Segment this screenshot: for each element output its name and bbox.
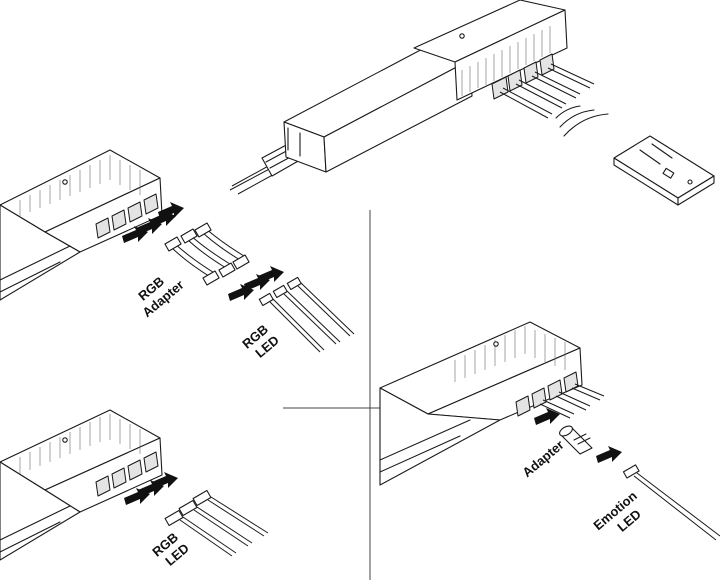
direct-plug-3 [192,489,212,507]
signal-wave-3 [563,113,609,137]
controller-front-face [454,9,568,101]
signal-wave-2 [559,109,595,128]
adapter-socket-3 [232,254,250,270]
adapter-plug-3 [194,222,212,238]
top-driver-assembly [229,0,609,195]
arrows-emotion [534,408,622,463]
remote-led [687,179,693,185]
driver-rgb-adapter [0,149,163,301]
emotion-led-plug [622,464,640,479]
adapter-socket-2 [218,262,236,278]
direct-plug-1 [164,509,184,527]
port-4 [539,53,555,76]
rgb-direct-cables [164,489,269,557]
direct-port-4 [143,451,159,473]
rgb-led-cables [258,276,355,353]
direct-port-1 [95,475,111,497]
adapter-plug-1 [164,236,182,252]
controller-status-led [459,33,465,39]
label-adapter: Adapter [519,437,566,480]
driver-rgb-direct [0,409,163,561]
led-plug-1 [258,292,274,307]
rgb-port-3 [127,201,143,223]
remote-control[interactable] [613,135,715,206]
emotion-port-3 [547,379,563,401]
direct-plug-2 [178,499,198,517]
signal-wave-1 [555,105,581,119]
remote-button[interactable] [662,167,675,179]
emotion-led-cable [622,464,720,541]
led-plug-3 [286,276,302,291]
emotion-port-2 [531,387,547,409]
emotion-port-1 [515,395,531,417]
arrows-rgb-direct [124,472,178,505]
rgb-port-1 [95,217,111,239]
controller-hatching [461,26,551,96]
emotion-port-4 [563,371,579,393]
rgb-port-2 [111,209,127,231]
adapter-plug-2 [180,228,198,244]
direct-port-3 [127,459,143,481]
port-1 [491,76,509,100]
adapter-socket-1 [202,270,220,286]
arrows-rgb-adapter [122,202,184,243]
rgb-port-4 [143,193,159,215]
rgb-adapter-cables [164,222,250,286]
arrows-rgb-led [228,266,284,301]
led-plug-2 [272,284,288,299]
direct-port-2 [111,467,127,489]
driver-emotion [379,321,605,486]
emotion-adapter [559,425,593,455]
